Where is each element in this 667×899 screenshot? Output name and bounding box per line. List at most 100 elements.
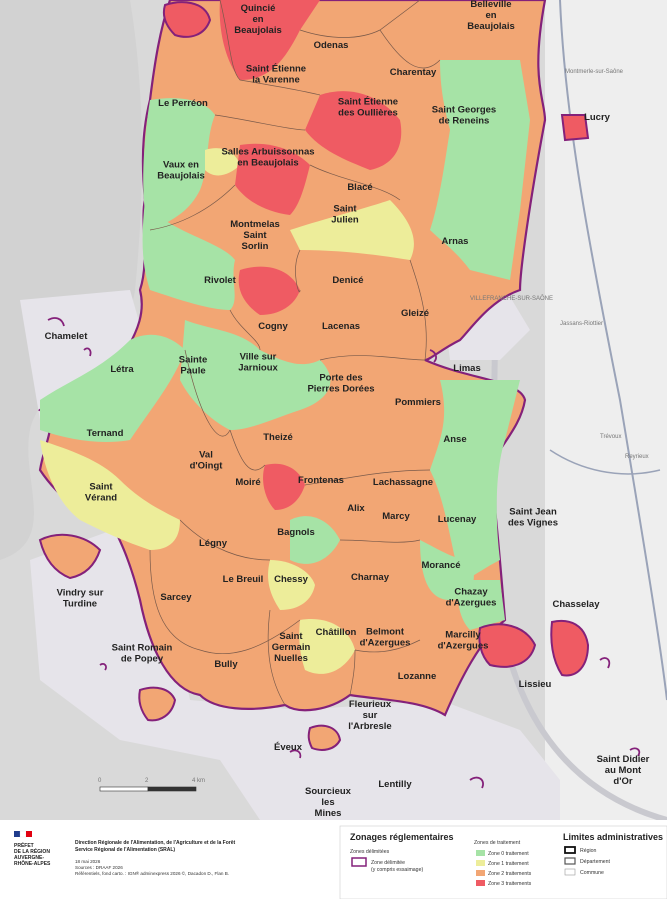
scale-tick-4km: 4 km	[192, 778, 205, 784]
commune-label-l-tra: Létra	[110, 364, 134, 375]
commune-label-lozanne: Lozanne	[398, 671, 437, 682]
commune-label-charentay: Charentay	[390, 67, 437, 78]
outside-label-lentilly: Lentilly	[378, 779, 412, 790]
map[interactable]: VILLEFRANCHE-SUR-SAÔNE Trévoux Montmerle…	[0, 0, 667, 820]
commune-label-alix: Alix	[347, 503, 365, 514]
commune-label-cogny: Cogny	[258, 321, 288, 332]
outside-hills-west	[0, 0, 142, 560]
legend-zone3-label: Zone 3 traitements	[488, 881, 532, 887]
basemap-label-villefranche: VILLEFRANCHE-SUR-SAÔNE	[470, 295, 553, 302]
outside-label-chasselay: Chasselay	[552, 599, 600, 610]
scale-bar: 0 2 4 km	[98, 778, 205, 792]
zone3-patch-saint-etienne-des-oullieres	[305, 91, 402, 170]
legend-delimited-label-2: (y compris essaimage)	[371, 867, 423, 873]
footer-date: 18 mai 2026	[75, 859, 101, 864]
flag-blue	[14, 831, 20, 837]
commune-label-charnay: Charnay	[351, 572, 390, 583]
legend-delimited-label-1: Zone délimitée	[371, 860, 405, 866]
outside-label-chamelet: Chamelet	[45, 331, 89, 342]
legend-zone1-swatch	[476, 860, 485, 866]
commune-label-lacenas: Lacenas	[322, 321, 360, 332]
zone3-patch-frontenas	[263, 463, 305, 510]
zone0-patch-anse	[430, 380, 520, 580]
outside-label-veux: Éveux	[274, 742, 303, 753]
commune-label-le-breuil: Le Breuil	[223, 574, 264, 585]
scale-bar-segment-1	[99, 786, 149, 792]
road-a46	[549, 449, 661, 475]
commune-label-blac: Blacé	[347, 182, 372, 193]
zone1-patch-chatillon	[299, 619, 355, 674]
zone0-patch-le-perreon	[143, 98, 215, 230]
commune-label-ternand: Ternand	[87, 428, 124, 439]
outside-label-lucry: Lucry	[584, 112, 611, 123]
delimited-red-patches	[162, 1, 590, 677]
legend-delimited-title: Zones délimitées	[350, 849, 390, 855]
scale-bar-segment-2	[147, 786, 197, 792]
commune-label-moir: Moiré	[235, 477, 260, 488]
commune-label-pommiers: Pommiers	[395, 397, 441, 408]
basemap-label-reyrieux: Reyrieux	[625, 454, 649, 460]
commune-label-arnas: Arnas	[442, 236, 469, 247]
legend-zone2-label: Zone 2 traitements	[488, 871, 532, 877]
legend-region-label: Région	[580, 848, 597, 854]
zone0-patch-bagnols	[290, 516, 340, 564]
zone1-patch-chessy	[268, 560, 315, 610]
commune-label-sarcey: Sarcey	[160, 592, 192, 603]
legend-zone0-label: Zone 0 traitement	[488, 851, 529, 857]
legend-delimited-swatch	[351, 857, 367, 867]
org-line-1: PRÉFET	[14, 841, 34, 849]
commune-label-moranc: Morancé	[421, 560, 460, 571]
zone1-patch-saint-verand	[40, 440, 180, 550]
zone1-patch-vaux	[205, 148, 240, 176]
legend-departement-label: Département	[580, 859, 611, 865]
legend-departement-swatch	[564, 857, 576, 865]
commune-label-odenas: Odenas	[314, 40, 349, 51]
legend-zone2-swatch	[476, 870, 485, 876]
org-line-4: RHÔNE-ALPES	[14, 859, 51, 867]
legend-title: Zonages réglementaires	[350, 832, 454, 842]
footer: PRÉFET DE LA RÉGION AUVERGNE- RHÔNE-ALPE…	[0, 820, 667, 899]
commune-label-bagnols: Bagnols	[277, 527, 314, 538]
basemap-label-trevoux: Trévoux	[600, 434, 621, 440]
outside-label-limas: Limas	[453, 363, 480, 374]
commune-borders	[149, 0, 441, 706]
road-a6	[559, 0, 667, 701]
commune-label-gleiz: Gleizé	[401, 308, 429, 319]
commune-label-ch-tillon: Châtillon	[316, 627, 357, 638]
org-line-2: DE LA RÉGION	[14, 847, 50, 855]
outside-chamelet-area	[20, 290, 150, 420]
legend-admin-title: Limites administratives	[563, 832, 663, 842]
scale-tick-2: 2	[145, 778, 149, 784]
zone0-patch-chazay	[458, 580, 505, 630]
legend-commune-label: Commune	[580, 870, 604, 876]
scale-tick-0: 0	[98, 778, 102, 784]
commune-label-anse: Anse	[443, 434, 466, 445]
flag-red	[26, 831, 32, 837]
org-line-3: AUVERGNE-	[14, 855, 44, 861]
commune-label-rivolet: Rivolet	[204, 275, 237, 286]
legend-commune-swatch	[564, 868, 576, 876]
zone3-patch-salles-arbuissonnas	[235, 143, 310, 215]
commune-label-chessy: Chessy	[274, 574, 309, 585]
flag-white	[19, 830, 27, 838]
legend-zone3-swatch	[476, 880, 485, 886]
legend-region-swatch	[564, 846, 576, 854]
zone0-patch-saint-georges-arnas	[430, 60, 530, 280]
issuer-line-1: Direction Régionale de l'Alimentation, d…	[75, 840, 236, 846]
legend-zone1-label: Zone 1 traitement	[488, 861, 529, 867]
legend-panel	[339, 825, 667, 899]
